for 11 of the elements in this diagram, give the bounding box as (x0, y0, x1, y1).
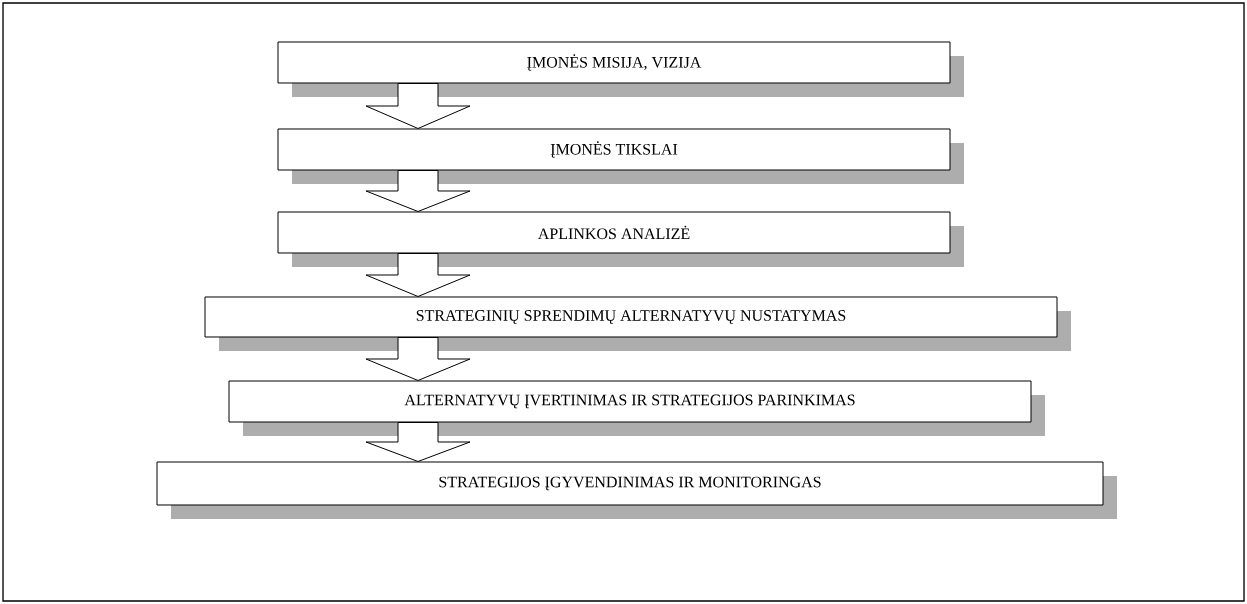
process-box: ĮMONĖS TIKSLAI (277, 128, 964, 184)
block-arrow (365, 83, 471, 129)
block-arrow (365, 170, 471, 212)
block-arrow (365, 337, 471, 381)
process-box: ĮMONĖS MISIJA, VIZIJA (277, 41, 964, 97)
block-arrow (365, 253, 471, 297)
process-box: APLINKOS ANALIZĖ (277, 211, 964, 267)
process-box: STRATEGIJOS ĮGYVENDINIMAS IR MONITORINGAS (156, 461, 1117, 519)
process-box: STRATEGINIŲ SPRENDIMŲ ALTERNATYVŲ NUSTATYMAS (204, 296, 1071, 351)
process-box: ALTERNATYVŲ ĮVERTINIMAS IR STRATEGIJOS PARINKIMAS (228, 380, 1045, 436)
block-arrow (365, 422, 471, 462)
